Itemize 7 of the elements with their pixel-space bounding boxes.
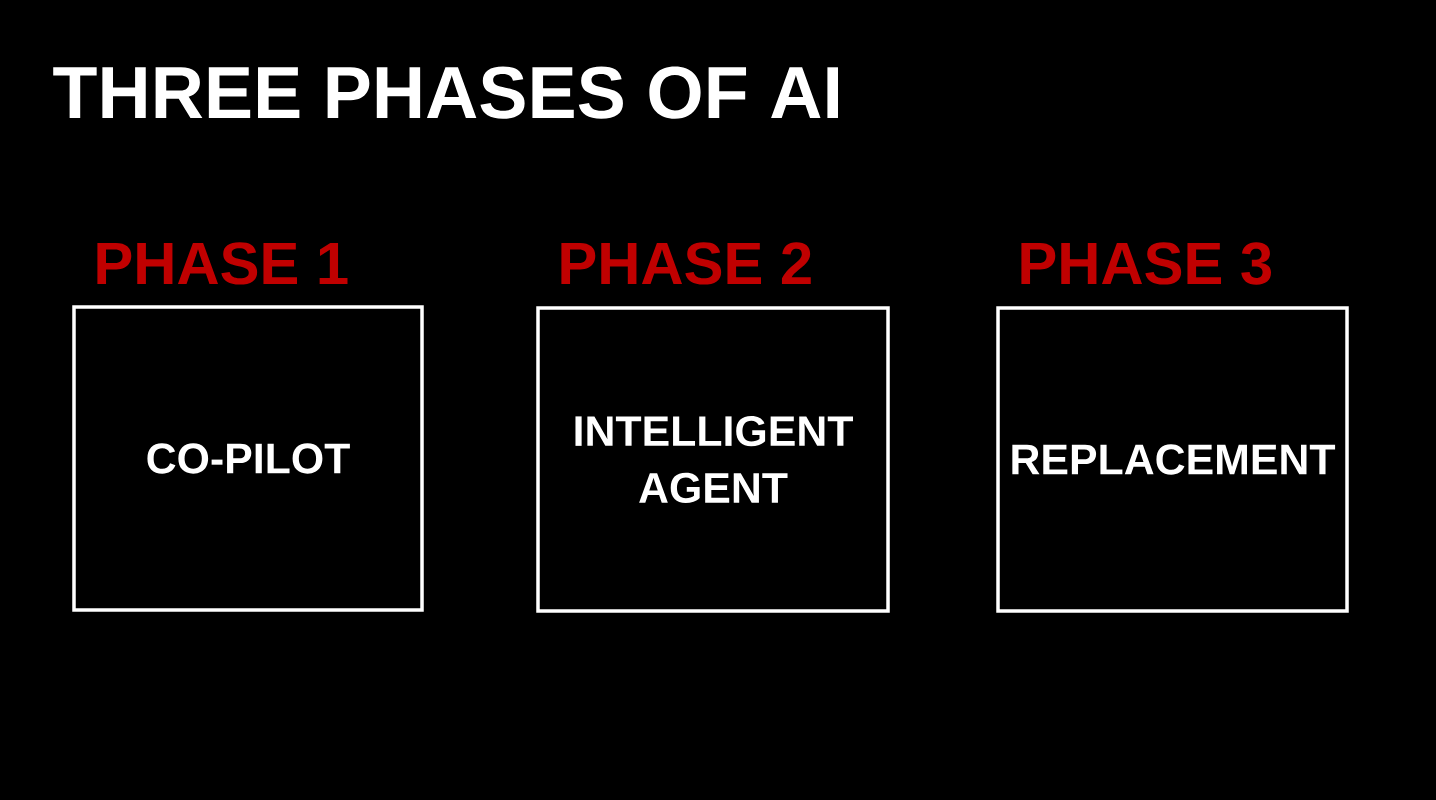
phase-box: INTELLIGENT AGENT (536, 306, 890, 613)
phase-box: REPLACEMENT (996, 306, 1349, 613)
title: THREE PHASES OF AI (53, 66, 839, 119)
phase-heading: PHASE 1 (97, 242, 348, 285)
phase-box: CO-PILOT (72, 305, 424, 612)
phase-heading: PHASE 3 (1021, 242, 1271, 285)
phase-heading: PHASE 2 (561, 242, 811, 285)
